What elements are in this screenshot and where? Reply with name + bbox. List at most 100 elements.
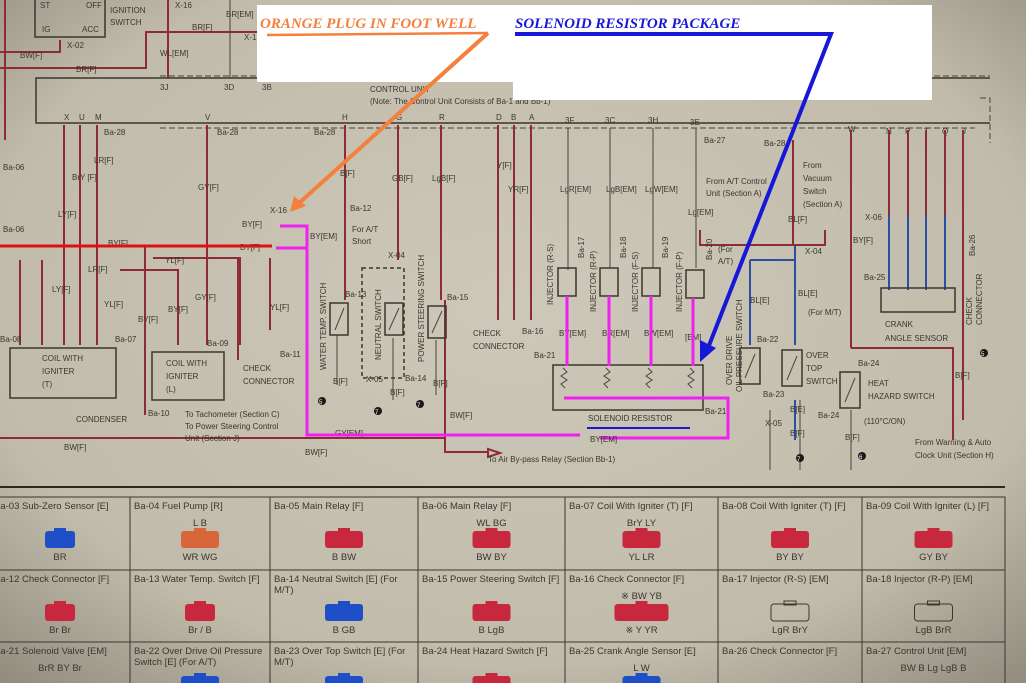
svg-text:B: B: [511, 113, 516, 122]
label: To Power Steering Control: [185, 422, 279, 431]
svg-text:3E: 3E: [690, 118, 700, 127]
ignition-switch: IG ST OFF ACC IGNITION SWITCH: [34, 0, 146, 38]
blue-annotation: SOLENOID RESISTOR PACKAGE: [513, 5, 932, 362]
connector-title: Ba-07 Coil With Igniter (T) [F]: [569, 501, 693, 512]
connector-shape: [472, 531, 511, 548]
label: Ba-28: [104, 128, 126, 137]
arrowhead-icon: [290, 196, 306, 212]
connector-pins-top: WL BG: [476, 518, 506, 529]
label: Switch: [803, 187, 827, 196]
label: OVER DRIVE: [725, 336, 734, 385]
connector-title: Ba-18 Injector (R-P) [EM]: [866, 574, 973, 585]
connector-latch: [485, 528, 498, 532]
connector-shape: [771, 531, 809, 548]
label: Ba-28: [217, 128, 239, 137]
connector-shape: [181, 531, 219, 548]
label: Ba-09: [207, 339, 229, 348]
svg-text:3C: 3C: [605, 116, 615, 125]
label: (Section A): [803, 200, 842, 209]
label: LR[F]: [94, 156, 114, 165]
label: BY[F]: [853, 236, 873, 245]
label: Unit (Section A): [706, 189, 762, 198]
label: YR[F]: [508, 185, 528, 194]
label: LgW[EM]: [645, 185, 678, 194]
svg-text:M: M: [95, 113, 102, 122]
connector-pins-top: BW B Lg LgB B: [900, 663, 966, 674]
label: BY[EM]: [590, 435, 617, 444]
label: Lg[EM]: [688, 208, 713, 217]
connector-latch: [485, 673, 498, 677]
label: BW[F]: [64, 443, 86, 452]
connector-latch: [927, 528, 940, 532]
label: BW[F]: [20, 51, 42, 60]
ground-number: 6: [859, 455, 863, 461]
connector-shape: [325, 531, 363, 548]
label: POWER STEERING SWITCH: [417, 255, 426, 362]
label: IGNITER: [166, 372, 199, 381]
label: YL[F]: [165, 256, 184, 265]
orange-arrow: [296, 31, 490, 206]
label: X-16: [175, 1, 192, 10]
connector-title: Ba-13 Water Temp. Switch [F]: [134, 574, 260, 585]
label: BY[F]: [168, 305, 188, 314]
label: IGNITION: [110, 6, 146, 15]
label: Ba-25: [864, 273, 886, 282]
connector-latch: [784, 528, 796, 532]
connector-pins-bottom: B GB: [333, 625, 356, 636]
connector-pins-bottom: B BW: [332, 552, 356, 563]
label: OFF: [86, 1, 102, 10]
label: HEAT: [868, 379, 889, 388]
label: Unit (Section J): [185, 434, 240, 443]
connector-latch: [338, 528, 350, 532]
label: X-16: [270, 206, 287, 215]
connector-shape: [472, 604, 511, 621]
connector-shape: [185, 604, 215, 621]
label: B[E]: [790, 405, 805, 414]
label: CONNECTOR: [473, 342, 525, 351]
label: A/T): [718, 257, 733, 266]
svg-text:X: X: [64, 113, 70, 122]
connector-shape: [770, 603, 810, 622]
ground-number: 5: [319, 400, 323, 406]
label: SWITCH: [110, 18, 142, 27]
connector-cell: Ba-27 Control Unit [EM]BW B Lg LgB B: [861, 641, 1006, 683]
solenoid-package-label: SOLENOID RESISTOR PACKAGE: [515, 16, 740, 32]
connector-shape: [614, 604, 669, 621]
connector-pins-bottom: YL LR: [628, 552, 654, 563]
label: Ba-26: [968, 234, 977, 256]
connector-pins-bottom: LgB BrR: [916, 625, 952, 636]
label: BL[E]: [750, 296, 770, 305]
label: BL[E]: [798, 289, 818, 298]
label: B[F]: [845, 433, 860, 442]
connector-pins-top: BrR BY Br: [38, 663, 82, 674]
label: X-04: [805, 247, 822, 256]
label: Ba-24: [858, 359, 880, 368]
connector-title: Ba-08 Coil With Igniter (T) [F]: [722, 501, 846, 512]
magenta-highlight-wires: [276, 224, 730, 440]
ground-number: 5: [981, 352, 985, 358]
label: LR[F]: [88, 265, 108, 274]
connector-pins-bottom: BR: [53, 552, 66, 563]
label: LY[F]: [52, 285, 71, 294]
label: LgB[F]: [432, 174, 456, 183]
connector-title: Ba-25 Crank Angle Sensor [E]: [569, 646, 696, 657]
label: BY[F]: [242, 220, 262, 229]
label: Ba-20: [705, 238, 714, 260]
label: COIL WITH: [42, 354, 83, 363]
connector-title: Ba-12 Check Connector [F]: [0, 574, 109, 585]
label: CONNECTOR: [975, 273, 984, 325]
label: From: [803, 161, 822, 170]
label: GY[F]: [195, 293, 216, 302]
connector-shape: [181, 676, 219, 683]
connector-cell: Ba-16 Check Connector [F]※ BW YB※ Y YR: [564, 569, 719, 643]
svg-text:A: A: [529, 113, 535, 122]
label: (T): [42, 380, 53, 389]
connector-title: Ba-17 Injector (R-S) [EM]: [722, 574, 829, 585]
label: CHECK: [243, 364, 272, 373]
connector-pins-bottom: Br / B: [188, 625, 212, 636]
svg-text:H: H: [342, 113, 348, 122]
label: Ba-15: [447, 293, 469, 302]
label: (L): [166, 385, 176, 394]
connector-latch: [54, 601, 66, 605]
